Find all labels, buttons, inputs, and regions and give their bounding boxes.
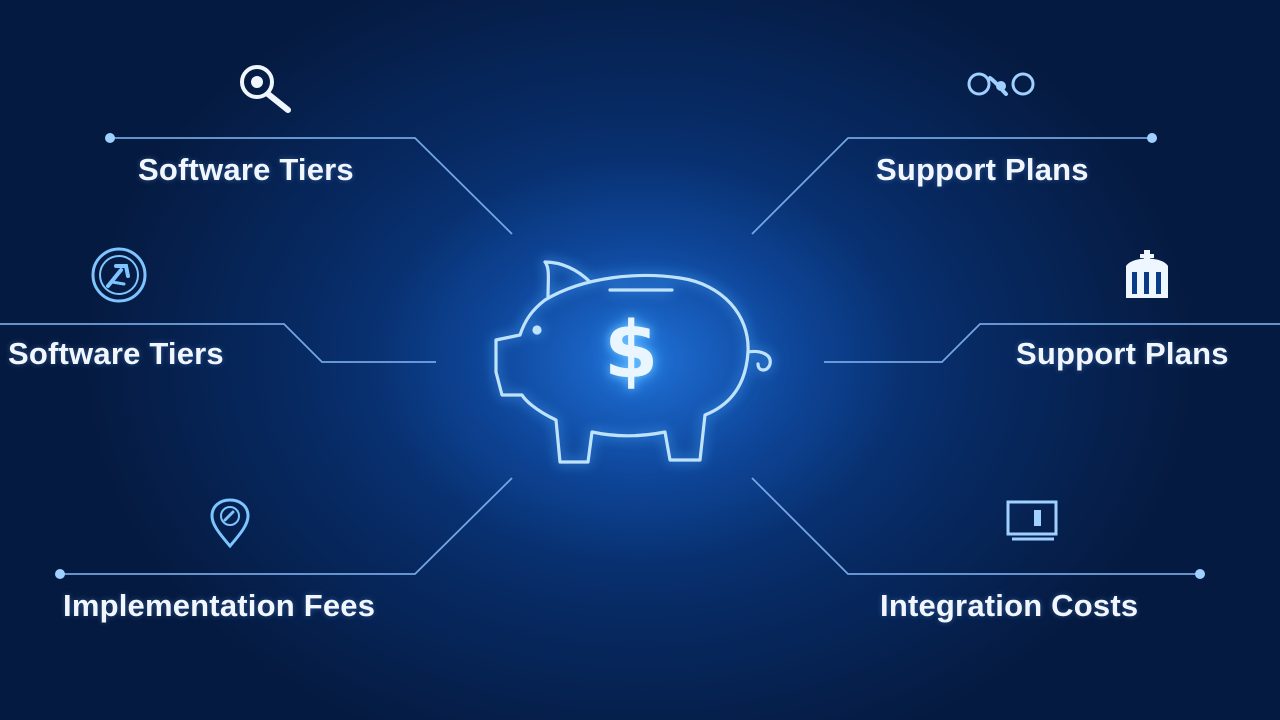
node-dot-bottom-right xyxy=(1195,569,1205,579)
node-dot-top-right xyxy=(1147,133,1157,143)
center-glow xyxy=(380,160,900,560)
node-label-top-left: Software Tiers xyxy=(138,152,354,187)
connector-bottom-right xyxy=(751,477,1200,575)
search-icon xyxy=(240,65,291,113)
piggy-bank-icon xyxy=(494,260,772,464)
link-icon xyxy=(967,72,1035,96)
connector-mid-right xyxy=(824,323,1280,363)
node-label-mid-left: Software Tiers xyxy=(8,336,224,371)
connector-top-right xyxy=(751,137,1152,235)
connector-bottom-left xyxy=(60,477,513,575)
node-label-bottom-left: Implementation Fees xyxy=(63,588,376,623)
dollar-sign: $ xyxy=(604,306,659,396)
node-label-bottom-right: Integration Costs xyxy=(880,588,1139,623)
node-label-top-right: Support Plans xyxy=(876,152,1089,187)
node-dot-top-left xyxy=(105,133,115,143)
building-icon xyxy=(1126,250,1168,298)
monitor-icon xyxy=(1006,500,1058,541)
location-pin-icon xyxy=(210,498,250,549)
node-dot-bottom-left xyxy=(55,569,65,579)
tools-badge-icon xyxy=(91,247,147,303)
connector-mid-left xyxy=(0,323,436,363)
connector-top-left xyxy=(110,137,513,235)
node-label-mid-right: Support Plans xyxy=(1016,336,1229,371)
